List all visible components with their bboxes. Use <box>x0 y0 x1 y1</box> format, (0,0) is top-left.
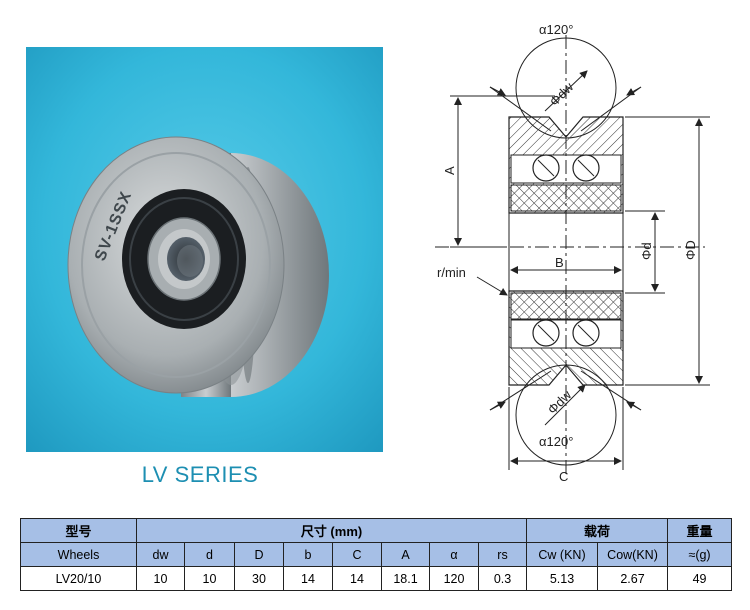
dw-bottom-label: Φdw <box>545 387 575 417</box>
radius-label: r/min <box>437 265 466 280</box>
table-cell: 14 <box>283 566 333 591</box>
table-cell: 30 <box>234 566 284 591</box>
column-header: A <box>381 542 430 567</box>
table-cell: 10 <box>184 566 235 591</box>
load-header: 载荷 <box>526 518 669 543</box>
dimension-outer-d-label: ΦD <box>683 240 698 260</box>
column-header: d <box>184 542 235 567</box>
column-header: D <box>234 542 284 567</box>
table-cell: 120 <box>429 566 479 591</box>
column-header: dw <box>136 542 185 567</box>
column-header: rs <box>477 542 528 567</box>
column-header: Wheels <box>20 542 137 567</box>
weight-header: 重量 <box>667 518 733 543</box>
dimension-a-label: A <box>442 166 457 175</box>
table-cell: 49 <box>667 566 733 591</box>
table-cell: 2.67 <box>597 566 669 591</box>
table-cell: 0.3 <box>477 566 528 591</box>
model-header: 型号 <box>20 518 137 543</box>
spec-table: 型号 尺寸 (mm) 载荷 重量 Wheels dw d D b C A α r… <box>20 518 733 591</box>
column-header: Cw (KN) <box>526 542 599 567</box>
cross-section-drawing: α120° α120° Φdw Φdw A B Φd ΦD r/min C <box>435 22 710 484</box>
dimension-b-label: B <box>555 255 564 270</box>
column-header: ≈(g) <box>667 542 733 567</box>
table-row: LV20/10 10 10 30 14 14 18.1 120 0.3 5.13… <box>20 566 733 591</box>
angle-bottom-label: α120° <box>539 434 573 449</box>
table-cell: 14 <box>332 566 382 591</box>
table-cell: 18.1 <box>381 566 430 591</box>
column-header: α <box>429 542 479 567</box>
table-cell: 10 <box>136 566 185 591</box>
wheel-image: SV-1SSX <box>67 136 329 397</box>
dimension-c-label: C <box>559 469 568 484</box>
column-header: C <box>332 542 382 567</box>
table-cell: 5.13 <box>526 566 599 591</box>
size-header: 尺寸 (mm) <box>135 518 528 543</box>
series-title: LV SERIES <box>141 462 259 487</box>
product-photo: SV-1SSX <box>26 47 383 452</box>
table-cell: LV20/10 <box>20 566 137 591</box>
dimension-d-label: Φd <box>639 242 654 260</box>
column-header: Cow(KN) <box>597 542 669 567</box>
column-header: b <box>283 542 333 567</box>
column-header-row: Wheels dw d D b C A α rs Cw (KN) Cow(KN)… <box>20 542 733 567</box>
group-header-row: 型号 尺寸 (mm) 载荷 重量 <box>20 518 733 543</box>
angle-top-label: α120° <box>539 22 573 37</box>
